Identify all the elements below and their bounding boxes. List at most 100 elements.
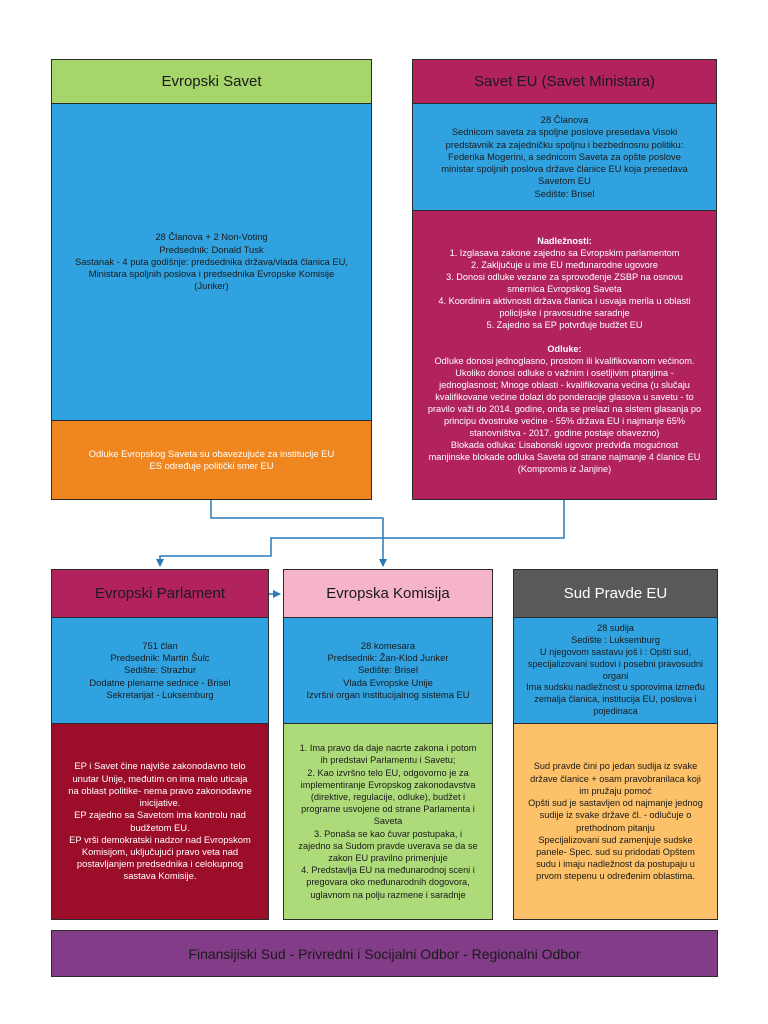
- note-line: inicijative.: [139, 797, 181, 809]
- info-line: 28 sudija: [597, 623, 634, 634]
- note-line: postavljanjem predsednika i celokupnog: [76, 858, 244, 870]
- komisija-note: 1. Ima pravo da daje nacrte zakona i pot…: [283, 723, 493, 920]
- note-line: Komisijom, uključujući pravo veta nad: [81, 845, 239, 857]
- info-line: 751 član: [142, 639, 178, 651]
- info-line: (Junker): [194, 280, 229, 292]
- sud-info: 28 sudija Sedište : Luksemburg U njegovo…: [513, 617, 718, 724]
- info-line: Predsednik: Martin Šulc: [110, 652, 210, 664]
- savet-eu-title: Savet EU (Savet Ministara): [474, 73, 655, 90]
- note-line: uglavnom na polju razmene i saradnje: [310, 889, 466, 900]
- parlament-info: 751 član Predsednik: Martin Šulc Sedište…: [51, 617, 269, 724]
- nadleznost-line: 2. Zaključuje u ime EU međunarodne ugovo…: [471, 260, 658, 270]
- note-line: Sud pravde čini po jedan sudija iz svake: [533, 761, 698, 772]
- odluke-title: Odluke:: [547, 344, 582, 354]
- evropski-savet-info-text: 28 Članova + 2 Non-Voting Predsednik: Do…: [69, 231, 354, 292]
- sud-info-text: 28 sudija Sedište : Luksemburg U njegovo…: [520, 623, 711, 717]
- info-line: Sedište: Brisel: [534, 187, 595, 199]
- info-line: Sekretarijat - Luksemburg: [106, 688, 214, 700]
- note-line: unutar Unije, međutim on ima malo uticaj…: [72, 772, 248, 784]
- komisija-header: Evropska Komisija: [283, 569, 493, 618]
- note-line: budžetom EU.: [130, 821, 190, 833]
- parlament-title: Evropski Parlament: [94, 585, 226, 602]
- note-line: panele- Spec. sud su pridodati Opštem: [536, 846, 695, 857]
- odluke-line: manjinske blokade odluka Saveta od stran…: [428, 452, 701, 462]
- info-line: U njegovom sastavu još i : Opšti sud,: [539, 646, 692, 657]
- note-line: EP i Savet čine najviše zakonodavno telo: [74, 760, 246, 772]
- info-line: pojedinaca: [593, 705, 638, 716]
- odluke-line: stanovništva - 2017. godine postaje obav…: [469, 428, 660, 438]
- nadleznost-line: 1. Izglasava zakone zajedno sa Evropskim…: [449, 248, 680, 258]
- odluke-line: jednoglasnost; Mnoge oblasti - kvalifiko…: [439, 380, 690, 390]
- note-line: zakon EU pravilno primenjuje: [328, 853, 448, 863]
- info-line: Predsednik: Donald Tusk: [159, 243, 264, 255]
- parlament-header: Evropski Parlament: [51, 569, 269, 618]
- nadleznosti-title: Nadležnosti:: [537, 236, 592, 246]
- odluke-line: pravilo važi do 2014. godine, onda se pr…: [427, 404, 702, 414]
- arrow-savet-to-komisija: [210, 500, 387, 567]
- savet-eu-details: Nadležnosti: 1. Izglasava zakone zajedno…: [412, 210, 717, 500]
- note-line: programe usvojene od strane Parlamenta i: [301, 804, 475, 815]
- info-line: Vlada Evropske Unije: [343, 676, 433, 688]
- note-line: EP vrši demokratski nadzor nad Evropskom: [69, 833, 251, 845]
- savet-eu-info: 28 Članova Sednicom saveta za spoljne po…: [412, 103, 717, 211]
- footer-text: Finansijiski Sud - Privredni i Socijalni…: [188, 945, 581, 962]
- note-line: pregovara oko međunarodnih dogovora,: [306, 877, 470, 888]
- sud-header: Sud Pravde EU: [513, 569, 718, 618]
- arrow-split-to-parlament: [156, 537, 383, 567]
- note-line: sastava Komisije.: [123, 870, 197, 882]
- info-line: Sedište : Luksemburg: [571, 635, 660, 646]
- nadleznost-line: 3. Donosi odluke vezane za sprovođenje Z…: [446, 272, 683, 282]
- info-line: Sedište: Strazbur: [124, 664, 196, 676]
- odluke-line: Odluke donosi jednoglasno, prostom ili k…: [434, 356, 695, 366]
- note-line: (direktive, regulacije, odluke), budžet …: [310, 791, 466, 802]
- parlament-info-text: 751 član Predsednik: Martin Šulc Sedište…: [83, 640, 236, 701]
- odluke-line: Blokada odluka: Lisabonski ugovor predvi…: [450, 440, 679, 450]
- footer-bar: Finansijiski Sud - Privredni i Socijalni…: [51, 930, 718, 977]
- sud-title: Sud Pravde EU: [563, 585, 668, 602]
- info-line: 28 komesara: [360, 639, 416, 651]
- note-line: 1. Ima pravo da daje nacrte zakona i pot…: [299, 743, 477, 754]
- evropski-savet-title: Evropski Savet: [161, 73, 262, 90]
- komisija-info: 28 komesara Predsednik: Žan-Klod Junker …: [283, 617, 493, 724]
- info-line: predstavnik za zajedničku spoljnu i bezb…: [445, 138, 684, 150]
- note-line: 2. Kao izvršno telo EU, odgovorno je za: [307, 767, 469, 778]
- odluke-line: kvalifikovane većine dolazi do ponderaci…: [435, 392, 694, 402]
- info-line: specijalizovani sudovi i posebni pravosu…: [527, 658, 704, 669]
- savet-eu-header: Savet EU (Savet Ministara): [412, 59, 717, 104]
- info-line: organi: [602, 670, 629, 681]
- arrow-savet-eu-to-komisija: [383, 500, 565, 539]
- nadleznost-line: 4. Koordinira aktivnosti država članica …: [438, 296, 691, 306]
- note-line: zajedno sa Sudom pravde uverava se da se: [298, 840, 478, 851]
- evropski-savet-info: 28 Članova + 2 Non-Voting Predsednik: Do…: [51, 103, 372, 421]
- note-line: Opšti sud je sastavljen od najmanje jedn…: [528, 798, 703, 809]
- info-line: Izvršni organ institucijalnog sistema EU: [306, 688, 470, 700]
- note-line: prethodnom pitanju: [576, 822, 655, 833]
- evropski-savet-note-text: Odluke Evropskog Saveta su obavezujuće z…: [83, 448, 340, 472]
- info-line: zemalja članica, institucija EU, poslova…: [534, 694, 697, 705]
- odluke-line: (Kompromis iz Janjine): [517, 464, 612, 474]
- nadleznost-line: 5. Zajedno sa EP potvrđuje budžet EU: [486, 320, 643, 330]
- info-line: Predsednik: Žan-Klod Junker: [327, 652, 449, 664]
- note-line: države članice + osam pravobranilaca koj…: [530, 773, 701, 784]
- parlament-note-text: EP i Savet čine najviše zakonodavno telo…: [62, 760, 257, 882]
- info-line: Sastanak - 4 puta godišnje: predsednika …: [74, 255, 349, 267]
- komisija-info-text: 28 komesara Predsednik: Žan-Klod Junker …: [300, 640, 475, 701]
- note-line: 3. Ponaša se kao čuvar postupaka, i: [313, 828, 463, 839]
- komisija-title: Evropska Komisija: [326, 585, 450, 602]
- info-line: Ima sudsku nadležnost u sporovima između: [526, 682, 705, 693]
- odluke-line: principu dvostruke većine - 55% država E…: [443, 416, 686, 426]
- note-line: EP zajedno sa Savetom ima kontrolu nad: [74, 809, 246, 821]
- savet-eu-details-text: Nadležnosti: 1. Izglasava zakone zajedno…: [422, 235, 707, 475]
- note-line: ih predstavi Parlamentu i Savetu;: [320, 755, 456, 766]
- savet-eu-info-text: 28 Članova Sednicom saveta za spoljne po…: [435, 114, 693, 199]
- odluke-line: Ukoliko donosi odluke o važnim i osetlji…: [455, 368, 674, 378]
- note-line: sudu i imaju nadležnost da postupaju u: [536, 859, 695, 870]
- nadleznost-line: policijske i pravosudne saradnje: [499, 308, 630, 318]
- info-line: Dodatne plenarne sednice - Brisel: [89, 676, 231, 688]
- note-line: sudije iz svake države čl. - odlučuje o: [539, 810, 692, 821]
- info-line: Savetom EU: [538, 175, 591, 187]
- note-line: na oblast politike- nema pravo zakonodav…: [68, 784, 252, 796]
- note-line: ES određuje politički smer EU: [149, 460, 274, 471]
- note-line: Specijalizovani sud zamenjuje sudske: [538, 834, 693, 845]
- komisija-note-text: 1. Ima pravo da daje nacrte zakona i pot…: [292, 742, 483, 901]
